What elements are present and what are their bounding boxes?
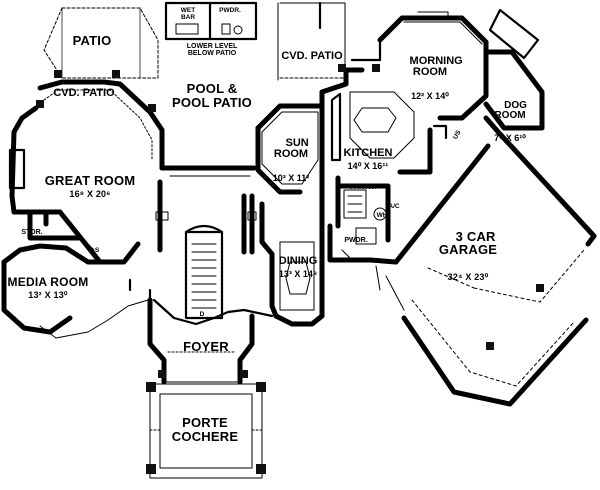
sun-room-dims: 10³ X 11² <box>272 173 310 184</box>
kitchen-walls <box>319 67 448 203</box>
pantry-label: PANTRY <box>350 184 378 191</box>
patio-label: PATIO <box>72 33 112 48</box>
ac-label: A/C <box>388 203 400 210</box>
stor-label: STOR. <box>21 229 43 236</box>
columns <box>36 64 544 474</box>
pwdr-lower-label: PWDR. <box>344 237 368 244</box>
entry-mark: S <box>94 247 100 254</box>
sun-room-label: SUN ROOM 10³ X 11² <box>272 136 310 184</box>
wet-bar-label: WET BAR <box>180 7 196 21</box>
morning-room-label: MORNING ROOM 12² X 14⁰ <box>397 44 463 125</box>
wet-bar-block <box>164 1 258 41</box>
dog-room-walls <box>483 8 545 131</box>
media-room-walls <box>1 243 152 339</box>
cvd-patio-left-label: CVD. PATIO <box>53 87 115 99</box>
pantry-walls <box>327 175 391 263</box>
foyer-label: FOYER <box>183 339 229 354</box>
staircase <box>184 224 224 320</box>
media-room-dims: 13² X 13⁰ <box>28 289 68 300</box>
media-room-label: MEDIA ROOM 13² X 13⁰ <box>7 275 89 300</box>
pool-label: POOL & POOL PATIO <box>171 81 253 110</box>
garage-label: 3 CAR GARAGE 32⁴ X 23⁰ <box>438 228 498 282</box>
pwdr-upper-label: PWDR. <box>219 7 241 14</box>
great-room-walls <box>8 79 165 265</box>
dining-label: DINING 13³ X 14⁸ <box>278 255 318 279</box>
porte-cochere-outline <box>149 383 263 479</box>
dining-walls <box>259 197 325 327</box>
dining-dims: 13³ X 14⁸ <box>278 268 318 279</box>
sun-room-walls <box>159 103 325 195</box>
cvd-patio-right-label: CVD. PATIO <box>281 50 343 62</box>
patio-outline <box>43 7 159 79</box>
stair-mark: D <box>199 311 205 318</box>
great-room-dims: 16⁸ X 20⁶ <box>69 188 111 199</box>
wh-label: WH <box>376 212 388 219</box>
morning-room-walls <box>350 11 489 121</box>
lower-level-label: LOWER LEVEL BELOW PATIO <box>186 43 238 58</box>
cvd-patio-right-outline <box>277 1 346 81</box>
morning-room-dims: 12² X 14⁰ <box>411 91 449 102</box>
dog-room-dims: 7⁶ X 6¹⁰ <box>494 133 526 143</box>
kitchen-label: KITCHEN 14⁰ X 16¹¹ <box>343 147 393 171</box>
garage-walls <box>367 115 597 407</box>
porte-cochere-label: PORTE COCHERE <box>171 415 239 444</box>
great-room-label: GREAT ROOM 16⁸ X 20⁶ <box>44 173 136 199</box>
kitchen-dims: 14⁰ X 16¹¹ <box>347 160 389 171</box>
dog-room-label: DOG ROOM 7⁶ X 6¹⁰ <box>494 99 527 143</box>
garage-dims: 32⁴ X 23⁰ <box>447 271 489 282</box>
